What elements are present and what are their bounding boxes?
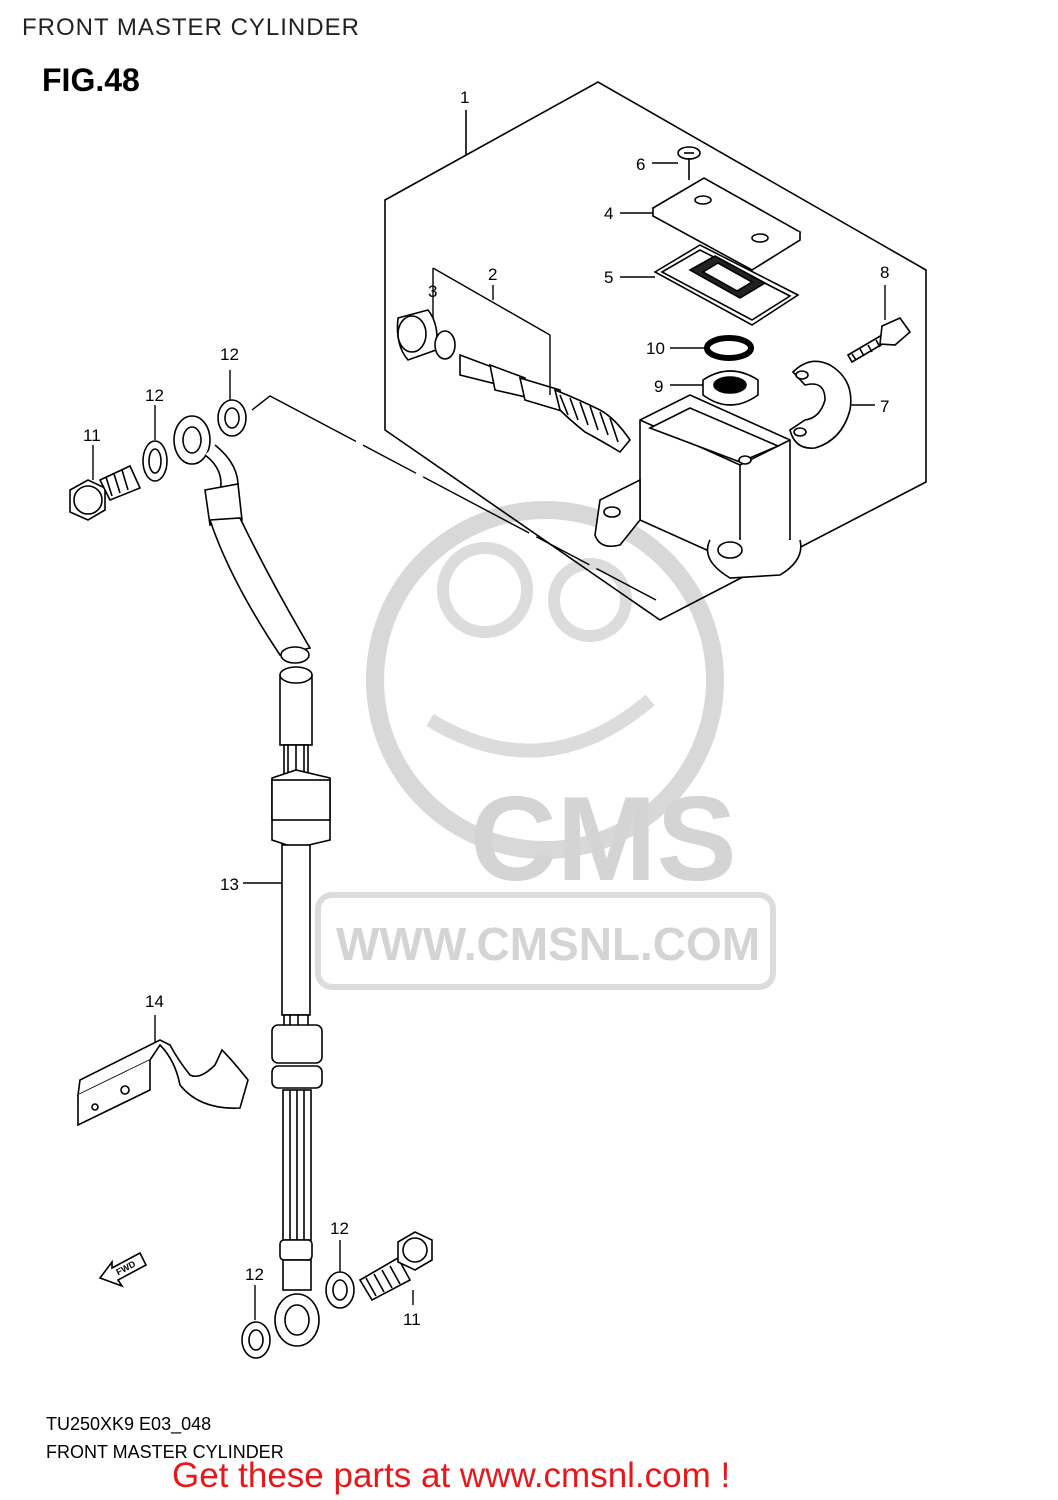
watermark-brand: CMS xyxy=(470,772,737,906)
callout-12-a: 12 xyxy=(145,386,164,405)
forward-arrow-icon: FWD xyxy=(98,1251,148,1288)
callout-10: 10 xyxy=(646,339,665,358)
o-ring-part-10 xyxy=(704,335,754,361)
washers-upper-part-12 xyxy=(142,399,247,482)
watermark: CMS WWW.CMSNL.COM xyxy=(315,501,776,990)
screw-part-6 xyxy=(677,146,701,180)
page-title: FRONT MASTER CYLINDER xyxy=(22,14,360,41)
banjo-bolt-upper-part-11 xyxy=(69,464,142,521)
master-cylinder-body xyxy=(594,394,802,579)
bracket-part-14 xyxy=(77,1039,249,1127)
banjo-bolt-lower-part-11 xyxy=(358,1231,433,1302)
bolt-part-8 xyxy=(846,317,912,364)
reservoir-cap-part-4 xyxy=(651,177,802,271)
callout-12-c: 12 xyxy=(330,1219,349,1238)
callout-1: 1 xyxy=(460,88,469,107)
callout-4: 4 xyxy=(604,204,613,223)
clamp-part-7 xyxy=(789,360,852,449)
boot-part-9 xyxy=(702,370,759,406)
callout-2: 2 xyxy=(488,265,497,284)
callout-14: 14 xyxy=(145,992,164,1011)
assembly-box xyxy=(384,81,927,621)
cms-parts-link[interactable]: Get these parts at www.cmsnl.com ! xyxy=(172,1456,731,1495)
diagram-code: TU250XK9 E03_048 xyxy=(46,1414,212,1434)
callout-3: 3 xyxy=(428,282,437,301)
callout-12-b: 12 xyxy=(220,345,239,364)
callout-6: 6 xyxy=(636,155,645,174)
callout-5: 5 xyxy=(604,268,613,287)
piston-assembly-part-2 xyxy=(396,309,632,454)
callout-9: 9 xyxy=(654,377,663,396)
callout-8: 8 xyxy=(880,263,889,282)
figure-label: FIG.48 xyxy=(42,62,140,98)
callout-13: 13 xyxy=(220,875,239,894)
callout-labels: 1 2 3 4 5 6 7 8 9 10 11 12 12 13 14 12 1… xyxy=(83,88,889,1329)
leader-lines xyxy=(92,162,886,1320)
callout-7: 7 xyxy=(880,397,889,416)
callout-11-lower: 11 xyxy=(403,1310,421,1329)
callout-11-upper: 11 xyxy=(83,426,101,445)
callout-12-d: 12 xyxy=(245,1265,264,1284)
brake-hose-part-13 xyxy=(173,415,331,1347)
footer-title: FRONT MASTER CYLINDER xyxy=(46,1442,284,1462)
watermark-url: WWW.CMSNL.COM xyxy=(336,918,760,970)
diaphragm-part-5 xyxy=(653,244,800,326)
washers-lower-part-12 xyxy=(241,1271,355,1359)
